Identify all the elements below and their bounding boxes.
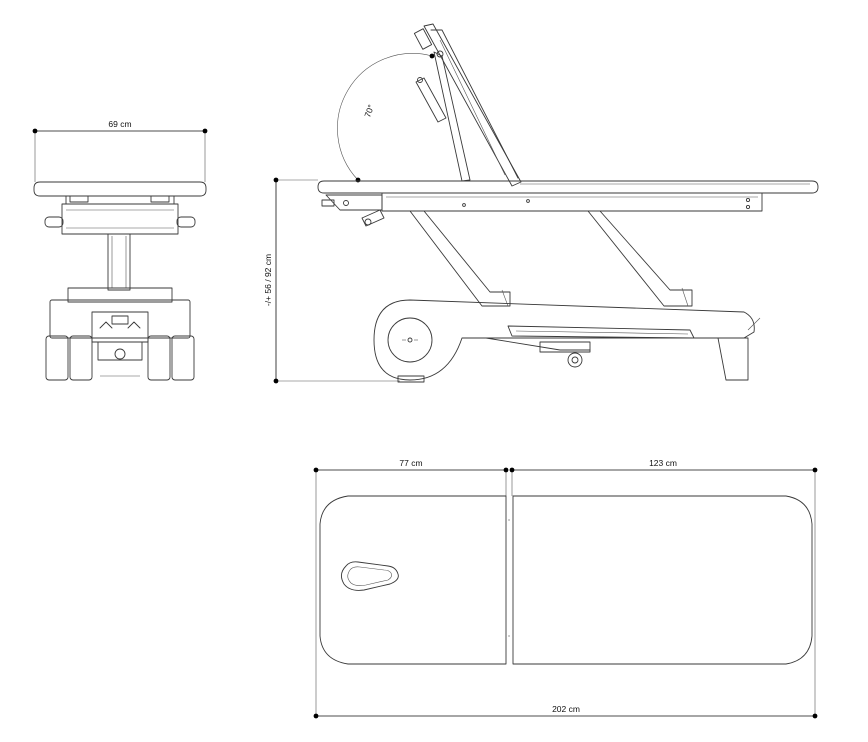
top-total-dimension: 202 cm (313, 704, 818, 719)
side-leg-rear (587, 210, 693, 307)
backrest-angle-label: 70° (362, 103, 376, 119)
front-width-label: 69 cm (108, 119, 131, 129)
side-tabletop (317, 180, 819, 194)
front-tabletop (33, 181, 207, 197)
head-section-label: 77 cm (399, 458, 422, 468)
top-head-section (319, 495, 507, 665)
body-section-label: 123 cm (649, 458, 677, 468)
top-section-dimensions: 77 cm 123 cm (313, 458, 818, 716)
total-length-label: 202 cm (552, 704, 580, 714)
top-body-section (512, 495, 813, 665)
backrest-angle-indicator: 70° (337, 53, 435, 183)
side-base (373, 299, 755, 381)
front-view: 69 cm (32, 119, 208, 381)
top-view: 77 cm 123 cm 202 cm (313, 458, 818, 719)
front-width-dimension: 69 cm (32, 119, 208, 182)
side-backrest (423, 23, 522, 187)
side-height-label: -/+ 56 / 92 cm (263, 254, 273, 306)
face-hole (341, 561, 399, 591)
side-height-dimension: -/+ 56 / 92 cm (263, 177, 400, 384)
side-view: -/+ 56 / 92 cm 70° (263, 23, 819, 384)
side-leg-front (409, 210, 511, 307)
